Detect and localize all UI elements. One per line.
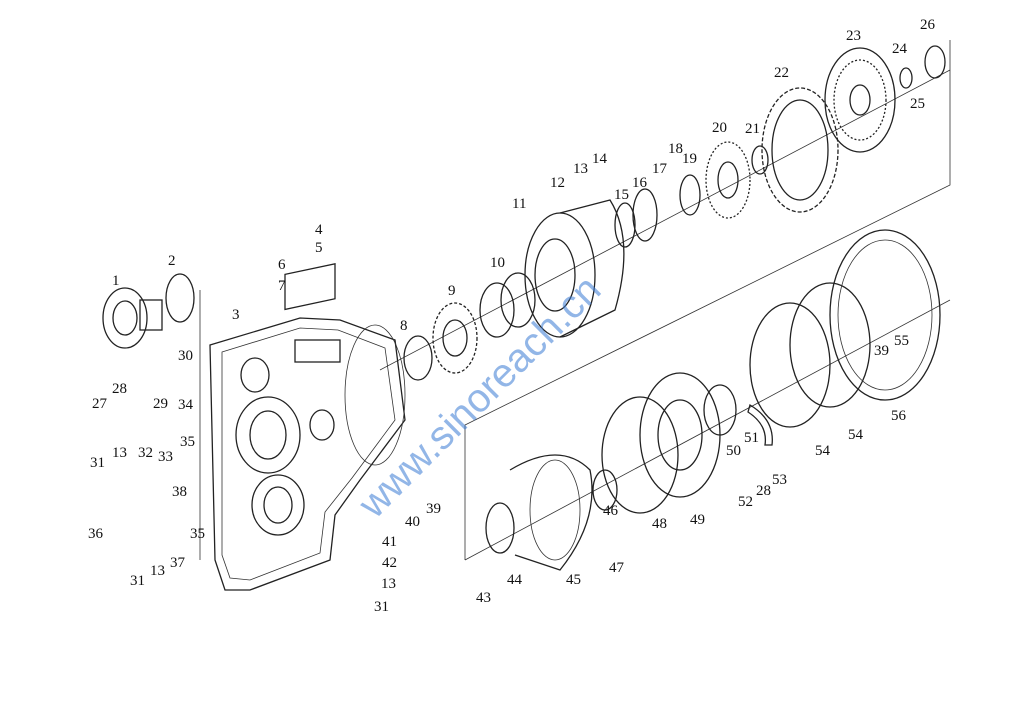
part-number-label: 13 xyxy=(381,576,396,592)
part-bearing xyxy=(479,282,515,338)
part-number-label: 45 xyxy=(566,572,581,588)
part-number-label: 17 xyxy=(652,161,668,177)
part-number-label: 33 xyxy=(158,449,173,465)
part-segment xyxy=(747,404,773,446)
part-number-label: 56 xyxy=(891,408,907,424)
part-turbine-wheel xyxy=(705,141,751,219)
part-gasket xyxy=(829,229,941,401)
part-number-label: 25 xyxy=(910,96,925,112)
part-number-label: 1 xyxy=(112,273,120,289)
part-number-label: 20 xyxy=(712,120,727,136)
part-spacer-disc xyxy=(703,384,737,436)
part-number-label: 28 xyxy=(112,381,127,397)
part-number-label: 31 xyxy=(374,599,389,615)
part-number-label: 31 xyxy=(90,455,105,471)
part-ring xyxy=(679,174,701,216)
part-number-label: 48 xyxy=(652,516,667,532)
part-ring xyxy=(632,188,658,242)
part-number-label: 13 xyxy=(573,161,588,177)
part-number-label: 39 xyxy=(426,501,441,517)
part-o-ring xyxy=(165,273,195,323)
part-number-label: 52 xyxy=(738,494,753,510)
part-number-label: 32 xyxy=(138,445,153,461)
part-seal xyxy=(592,469,618,511)
part-number-label: 4 xyxy=(315,222,323,238)
part-number-label: 49 xyxy=(690,512,705,528)
assembly-guide-lines xyxy=(199,40,951,561)
part-number-label: 24 xyxy=(892,41,908,57)
part-number-label: 35 xyxy=(180,434,195,450)
part-number-label: 51 xyxy=(744,430,759,446)
part-number-label: 29 xyxy=(153,396,168,412)
part-seal-ring xyxy=(403,335,433,381)
part-number-label: 47 xyxy=(609,560,625,576)
part-impeller xyxy=(824,47,896,153)
part-seal xyxy=(924,45,946,79)
part-number-label: 5 xyxy=(315,240,323,256)
part-number-label: 9 xyxy=(448,283,456,299)
part-output-cover xyxy=(485,454,593,571)
part-number-label: 23 xyxy=(846,28,861,44)
part-bearing xyxy=(500,272,536,328)
part-number-label: 6 xyxy=(278,257,286,273)
part-number-label: 13 xyxy=(112,445,127,461)
part-number-label: 54 xyxy=(815,443,831,459)
part-flange xyxy=(102,287,163,349)
part-number-label: 41 xyxy=(382,534,397,550)
part-number-label: 46 xyxy=(603,503,619,519)
part-flex-plate xyxy=(789,282,871,408)
part-number-label: 21 xyxy=(745,121,760,137)
part-gear xyxy=(432,302,478,374)
part-snap-ring xyxy=(751,145,769,175)
part-ring xyxy=(899,67,913,89)
part-number-label: 8 xyxy=(400,318,408,334)
part-ring xyxy=(614,202,636,248)
part-pump-housing xyxy=(524,199,625,338)
part-number-label: 3 xyxy=(232,307,240,323)
part-number-label: 53 xyxy=(772,472,787,488)
part-number-label: 50 xyxy=(726,443,741,459)
part-number-label: 19 xyxy=(682,151,697,167)
part-number-label: 15 xyxy=(614,187,629,203)
part-number-label: 22 xyxy=(774,65,789,81)
watermark: www.sinoreach.cn xyxy=(350,267,610,527)
part-number-label: 35 xyxy=(190,526,205,542)
part-number-label: 44 xyxy=(507,572,523,588)
part-number-label: 54 xyxy=(848,427,864,443)
part-number-label: 34 xyxy=(178,397,194,413)
part-number-label: 31 xyxy=(130,573,145,589)
part-number-label: 42 xyxy=(382,555,397,571)
part-number-label: 40 xyxy=(405,514,420,530)
part-number-label: 11 xyxy=(512,196,526,212)
part-large-bearing xyxy=(761,87,839,213)
part-number-label: 30 xyxy=(178,348,193,364)
part-number-label: 38 xyxy=(172,484,187,500)
part-number-label: 2 xyxy=(168,253,176,269)
part-number-label: 7 xyxy=(278,278,286,294)
part-number-label: 36 xyxy=(88,526,104,542)
part-number-label: 13 xyxy=(150,563,165,579)
part-number-label: 37 xyxy=(170,555,186,571)
part-number-label: 55 xyxy=(894,333,909,349)
part-number-label: 18 xyxy=(668,141,683,157)
part-number-label: 27 xyxy=(92,396,108,412)
part-number-label: 16 xyxy=(632,175,648,191)
part-number-label: 28 xyxy=(756,483,771,499)
part-number-label: 14 xyxy=(592,151,608,167)
part-number-label: 43 xyxy=(476,590,491,606)
part-o-ring xyxy=(601,396,679,514)
part-number-label: 39 xyxy=(874,343,889,359)
part-number-label: 12 xyxy=(550,175,565,191)
part-flex-plate xyxy=(749,302,831,428)
part-gearbox-housing xyxy=(209,317,406,591)
part-cover-plate xyxy=(284,263,336,311)
part-number-label: 26 xyxy=(920,17,936,33)
part-number-label: 10 xyxy=(490,255,505,271)
